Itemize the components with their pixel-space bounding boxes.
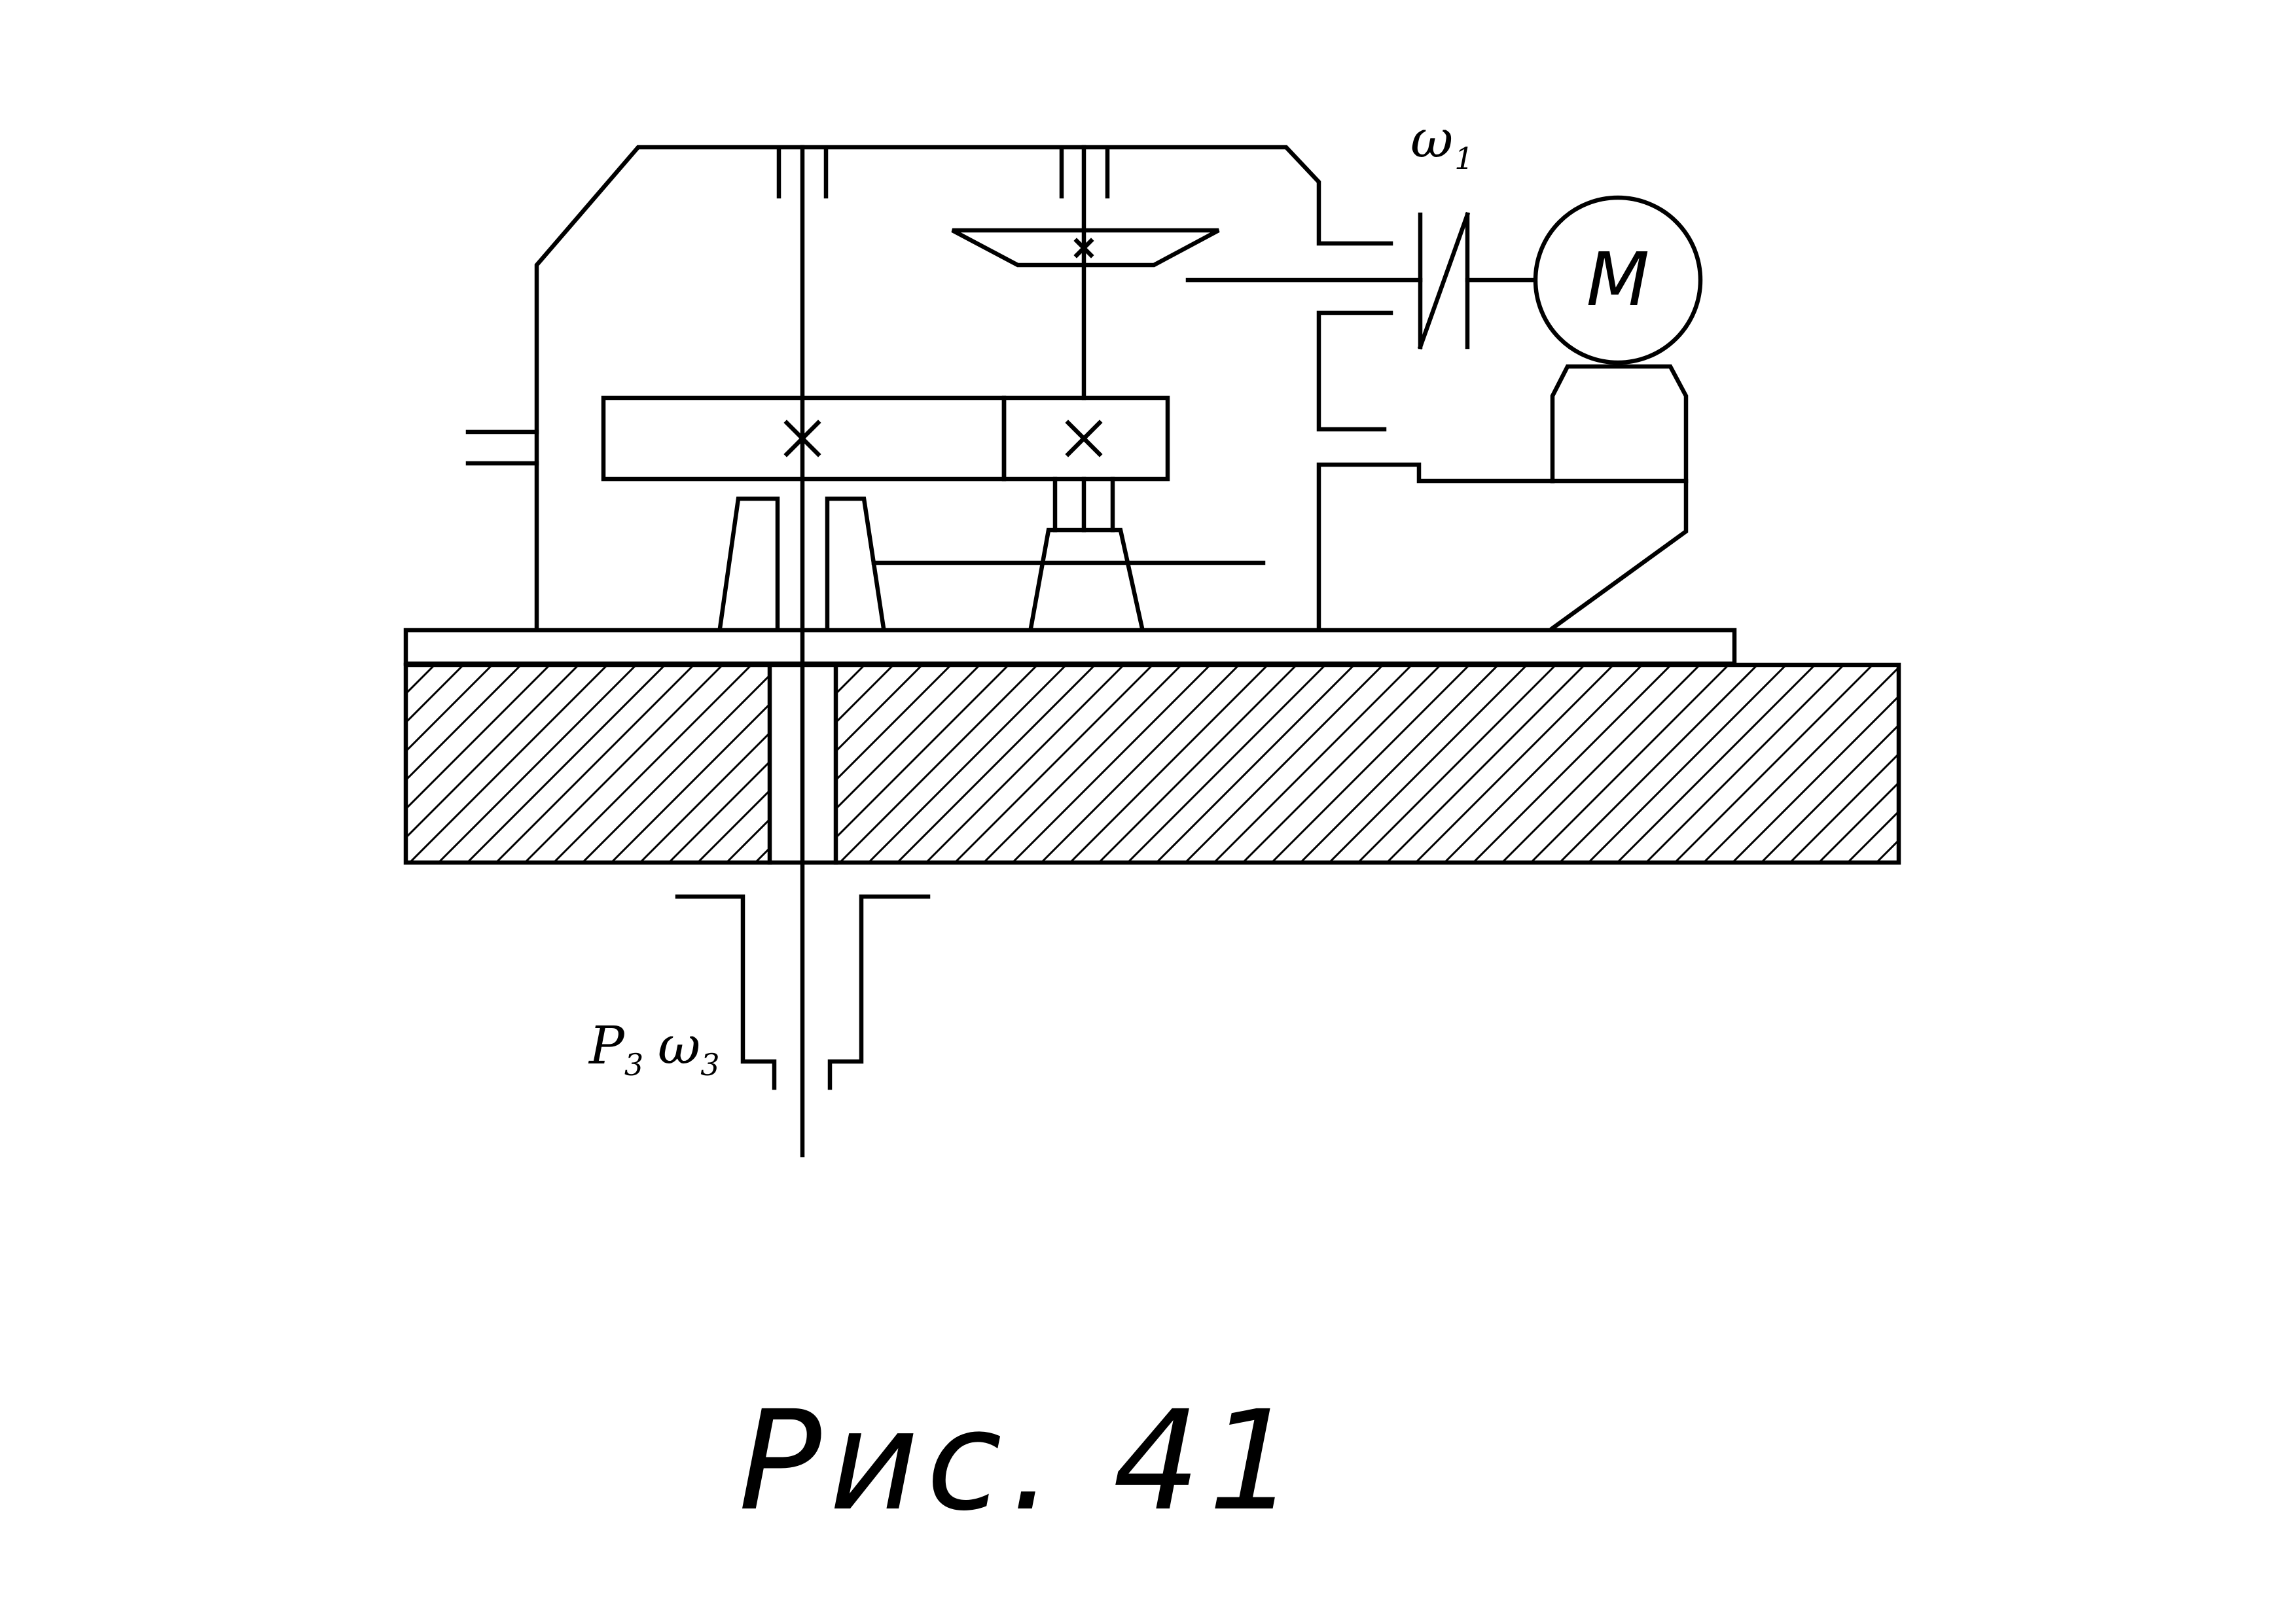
hatch-line	[466, 665, 666, 863]
output-bearing	[675, 894, 931, 1090]
hatch-line	[1674, 665, 1874, 863]
hatch-line	[867, 665, 1067, 863]
hatch-line	[581, 673, 770, 863]
hatch-line	[836, 665, 895, 724]
hatch-line	[406, 665, 493, 753]
hatch-line	[954, 665, 1154, 863]
hatch-line	[406, 665, 551, 811]
hatch-line	[1501, 665, 1701, 863]
hatch-line	[1587, 665, 1787, 863]
hatch-line	[836, 665, 1010, 840]
hatch-line	[1789, 752, 1899, 863]
hatch-line	[1616, 665, 1816, 863]
bearing-support-left	[717, 496, 1266, 631]
hatch-line	[836, 665, 837, 667]
hatch-line	[1155, 665, 1355, 863]
hatch-line	[1299, 665, 1499, 863]
omega1-label: ω1	[1410, 109, 1474, 176]
hatch-line	[1126, 665, 1327, 863]
hatch-line	[1875, 838, 1899, 863]
hatch-line	[524, 665, 724, 863]
hatch-line	[1328, 665, 1528, 863]
hatch-line	[1443, 665, 1643, 863]
hatch-line	[1905, 665, 2103, 863]
hatch-line	[784, 665, 982, 863]
hatch-line	[1040, 665, 1240, 863]
hatch-line	[1357, 665, 1557, 863]
hatch-line	[408, 665, 609, 863]
gearbox-housing	[465, 145, 1689, 632]
hatch-line	[836, 665, 981, 811]
hatch-line	[725, 817, 770, 863]
hatch-line	[836, 665, 924, 753]
hatch-line	[1645, 665, 1845, 863]
hatch-line	[1386, 665, 1586, 863]
spur-gear-small	[1001, 395, 1170, 482]
hatch-line	[838, 665, 1039, 863]
hatch-line	[406, 665, 465, 724]
hatch-line	[1530, 665, 1730, 863]
hatch-line	[1702, 666, 1899, 863]
hatch-line	[639, 731, 770, 863]
hatch-line	[1098, 665, 1298, 863]
hatch-line	[610, 702, 770, 863]
hatch-line	[1213, 665, 1413, 863]
coupling	[1417, 211, 1471, 350]
hatch-line	[1414, 665, 1615, 863]
foundation	[403, 662, 2103, 865]
hatch-line	[406, 665, 522, 782]
hatch-line	[1472, 665, 1672, 863]
electric-motor: M	[1533, 195, 1703, 365]
hatch-line	[1558, 665, 1759, 863]
hatch-line	[925, 665, 1125, 863]
hatch-line	[552, 665, 753, 863]
hatch-line	[406, 665, 580, 840]
top-bearing-right	[1059, 147, 1110, 199]
hatch-line	[1760, 723, 1899, 863]
hatch-line	[437, 665, 637, 863]
bearing-support-right	[1028, 476, 1145, 631]
hatch-line	[836, 665, 952, 782]
hatch-line	[1242, 665, 1442, 863]
motor-label: M	[1587, 238, 1650, 323]
hatch-line	[1069, 665, 1269, 863]
hatch-line	[754, 846, 770, 863]
hatch-line	[982, 665, 1183, 863]
output-speed-label: ω3	[658, 1015, 720, 1082]
hatch-line	[495, 665, 695, 863]
hatch-line	[1184, 665, 1384, 863]
hatch-line	[1846, 810, 1899, 863]
hatch-line	[696, 789, 770, 863]
hatch-line	[406, 665, 407, 667]
hatch-line	[1270, 665, 1471, 863]
hatch-line	[896, 665, 1096, 863]
output-torque-label: P3	[588, 1015, 643, 1082]
hatch-line	[1011, 665, 1211, 863]
bevel-gear	[951, 228, 1220, 268]
base-plate	[403, 628, 1737, 666]
top-bearing-left	[776, 147, 829, 199]
hatch-line	[1818, 781, 1899, 863]
figure-caption: Рис. 41	[738, 1381, 1303, 1541]
